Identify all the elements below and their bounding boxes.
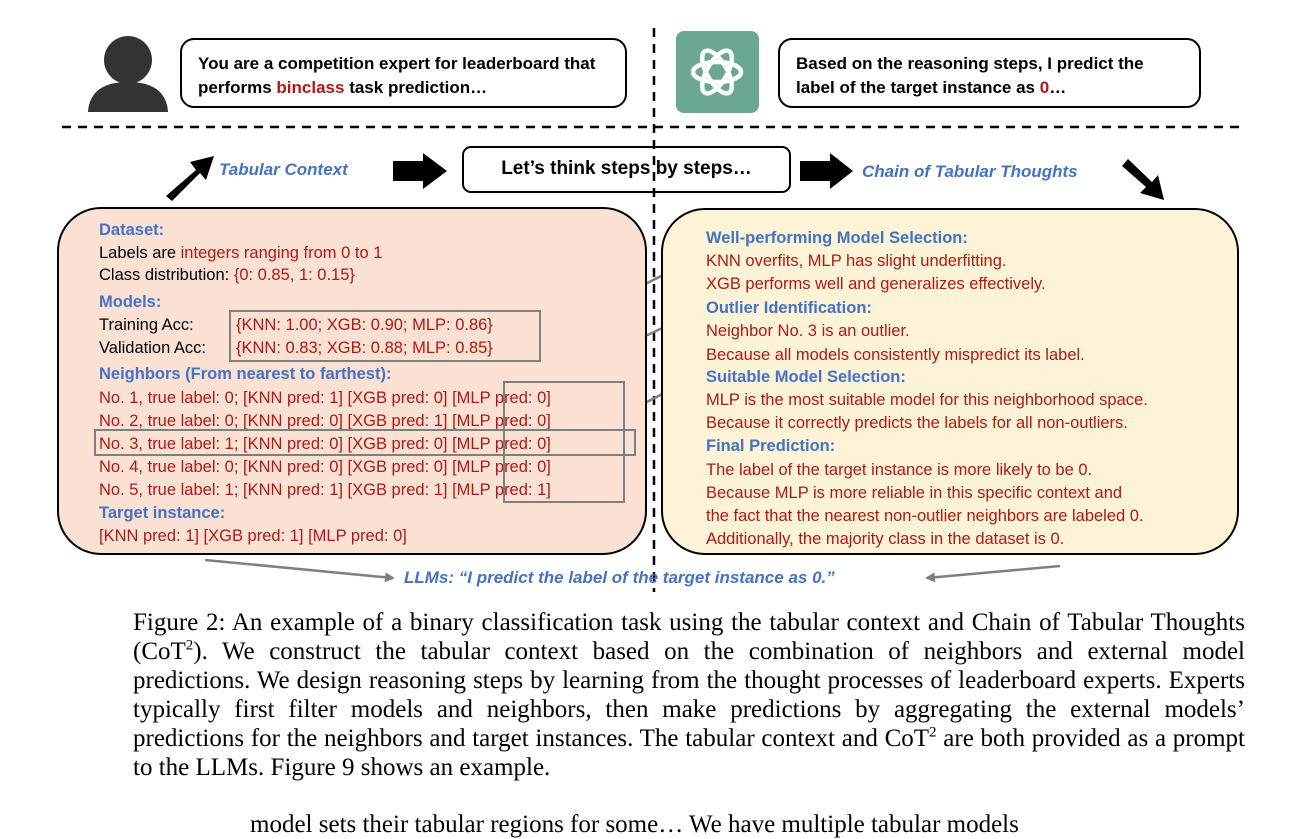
chain-label: Chain of Tabular Thoughts (862, 162, 1078, 181)
llm-reply-bubble: Based on the reasoning steps, I predict … (778, 38, 1201, 108)
neighbor-row-text: No. 4, true label: 0; [KNN pred: 0] [XGB… (99, 458, 453, 476)
neighbor-row-mlp: [MLP pred: 1] (452, 481, 551, 499)
neighbor-row: No. 1, true label: 0; [KNN pred: 1] [XGB… (99, 387, 551, 409)
reasoning-line: Neighbor No. 3 is an outlier. (706, 322, 910, 340)
neighbor-row-mlp: [MLP pred: 0] (452, 412, 551, 430)
neighbor-row: No. 4, true label: 0; [KNN pred: 0] [XGB… (99, 456, 551, 478)
reasoning-panel (661, 208, 1239, 555)
neighbor-row-mlp: [MLP pred: 0] (452, 435, 551, 453)
class-distribution-value: {0: 0.85, 1: 0.15} (233, 266, 355, 284)
reasoning-line: Because it correctly predicts the labels… (706, 414, 1128, 432)
neighbors-heading: Neighbors (From nearest to farthest): (99, 365, 392, 383)
think-prompt-box: Let’s think steps by steps… (462, 146, 791, 193)
reasoning-line: Because all models consistently mispredi… (706, 346, 1085, 364)
arrow-right-icon-2 (800, 153, 853, 189)
training-acc-value: {KNN: 1.00; XGB: 0.90; MLP: 0.86} (236, 316, 493, 334)
neighbor-row: No. 3, true label: 1; [KNN pred: 0] [XGB… (99, 433, 551, 455)
reasoning-heading-final-prediction: Final Prediction: (706, 437, 836, 455)
caption-part-3: are both provided as a prompt to the LLM… (133, 725, 1246, 781)
caption-part-1: Figure 2: An example of a binary classif… (133, 609, 1245, 665)
target-preds: [KNN pred: 1] [XGB pred: 1] [MLP pred: 0… (99, 527, 407, 545)
caption-part-2: ). We construct the tabular context base… (133, 638, 1245, 752)
reasoning-heading-suitable-model: Suitable Model Selection: (706, 368, 906, 386)
dataset-heading: Dataset: (99, 221, 165, 239)
user-prompt-bubble: You are a competition expert for leaderb… (180, 38, 627, 108)
user-avatar-icon (88, 36, 168, 112)
reasoning-line: MLP is the most suitable model for this … (706, 391, 1148, 409)
reasoning-line: the fact that the nearest non-outlier ne… (706, 507, 1144, 525)
target-heading: Target instance: (99, 504, 226, 522)
connector-reasoning-to-output (925, 564, 1061, 583)
arrow-up-right-icon (166, 156, 214, 201)
neighbor-row: No. 2, true label: 0; [KNN pred: 0] [XGB… (99, 410, 551, 432)
neighbor-row-text: No. 5, true label: 1; [KNN pred: 1] [XGB… (99, 481, 453, 499)
model-acc-highlight-box (229, 310, 541, 362)
neighbor-row-mlp: [MLP pred: 0] (452, 458, 551, 476)
reasoning-line: The label of the target instance is more… (706, 461, 1093, 479)
llm-logo-icon (676, 31, 759, 113)
llm-reply-text: Based on the reasoning steps, I predict … (796, 54, 1144, 97)
models-heading: Models: (99, 293, 162, 311)
reasoning-line: XGB performs well and generalizes effect… (706, 275, 1046, 293)
class-distribution-line: Class distribution: {0: 0.85, 1: 0.15} (99, 264, 355, 286)
labels-value: integers ranging from 0 to 1 (180, 244, 383, 262)
caption-superscript-2: 2 (929, 724, 937, 741)
tabular-context-label: Tabular Context (219, 160, 348, 179)
llm-reply-tail: … (1049, 78, 1067, 97)
user-prompt-tail: task prediction… (344, 78, 488, 97)
labels-line: Labels are integers ranging from 0 to 1 (99, 242, 382, 264)
task-type-highlight: binclass (276, 78, 345, 97)
neighbor-row-text: No. 2, true label: 0; [KNN pred: 0] [XGB… (99, 412, 453, 430)
predicted-label-highlight: 0 (1039, 78, 1050, 97)
training-acc-label: Training Acc: (99, 316, 194, 334)
final-output: LLMs: “I predict the label of the target… (404, 568, 835, 587)
body-text-fragment: model sets their tabular regions for som… (250, 811, 1019, 838)
neighbor-row: No. 5, true label: 1; [KNN pred: 1] [XGB… (99, 479, 551, 501)
arrow-down-right-icon (1122, 159, 1164, 200)
caption-superscript-1: 2 (185, 637, 194, 654)
labels-prefix: Labels are (99, 244, 181, 262)
neighbor-row-text: No. 3, true label: 1; [KNN pred: 0] [XGB… (99, 435, 453, 453)
validation-acc-label: Validation Acc: (99, 339, 207, 357)
validation-acc-value: {KNN: 0.83; XGB: 0.88; MLP: 0.85} (236, 339, 493, 357)
mlp-column-highlight-box (503, 381, 625, 503)
neighbor-row-text: No. 1, true label: 0; [KNN pred: 1] [XGB… (99, 389, 453, 407)
class-distribution-prefix: Class distribution: (99, 266, 234, 284)
reasoning-line: Additionally, the majority class in the … (706, 530, 1065, 548)
user-prompt-text: You are a competition expert for leaderb… (198, 54, 596, 97)
outlier-row-highlight-box (94, 429, 636, 456)
reasoning-heading-outlier: Outlier Identification: (706, 299, 872, 317)
reasoning-heading-model-selection: Well-performing Model Selection: (706, 229, 968, 247)
neighbor-row-mlp: [MLP pred: 0] (452, 389, 551, 407)
reasoning-line: Because MLP is more reliable in this spe… (706, 484, 1123, 502)
connector-context-to-output (204, 558, 395, 583)
arrow-right-icon-1 (393, 153, 447, 189)
reasoning-line: KNN overfits, MLP has slight underfittin… (706, 252, 1007, 270)
figure-caption: Figure 2: An example of a binary classif… (133, 608, 1245, 782)
